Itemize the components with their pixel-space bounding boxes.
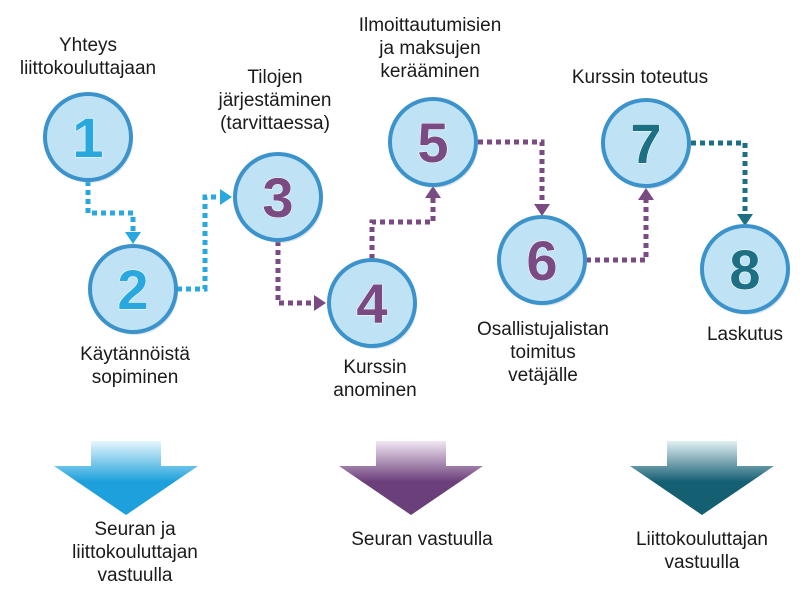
step-4-circle: 4 [327, 258, 417, 349]
connector-3-arrowhead [314, 295, 326, 311]
legend-label-club-line-1: Seuran vastuulla [351, 529, 493, 550]
step-8-number: 8 [729, 238, 760, 301]
step-4-label: Kurssin anominen [310, 356, 440, 402]
connector-4-arrowhead [425, 186, 441, 198]
connector-7-arrowhead [737, 214, 753, 226]
step-7-circle: 7 [601, 98, 691, 189]
connector-1-to-2 [85, 181, 136, 240]
connector-5-to-6 [478, 139, 545, 212]
connector-4-to-5 [369, 190, 436, 259]
legend-label-shared-line-3: vastuulla [97, 565, 173, 586]
legend-label-shared-line-2: liittokouluttajan [72, 542, 198, 563]
legend-label-club: Seuran vastuulla [322, 528, 522, 551]
step-circles: 1 2 34 5 6 7 8 [43, 92, 790, 349]
connector-6-arrowhead [638, 188, 654, 200]
step-4-number: 4 [356, 272, 387, 335]
step-6-circle: 6 [497, 215, 587, 306]
connector-7-to-8 [691, 140, 748, 222]
step-5-label-line-1: Ilmoittautumisien [358, 15, 502, 36]
step-3-number: 3 [262, 166, 293, 229]
step-1-circle: 1 [43, 92, 133, 183]
step-5-label-line-3: kerääminen [380, 61, 480, 82]
step-3-circle: 3 [233, 152, 323, 243]
step-3-label-line-3: (tarvittaessa) [220, 113, 330, 134]
step-7-label-line-1: Kurssin toteutus [571, 67, 709, 88]
step-5-number: 5 [417, 111, 448, 174]
legend-arrow-1 [54, 441, 198, 515]
step-1-number: 1 [72, 106, 103, 169]
step-2-label: Käytännöistä sopiminen [50, 343, 220, 389]
step-6-number: 6 [526, 229, 557, 292]
step-5-circle: 5 [388, 97, 478, 188]
legend-label-trainer-line-1: Liittokouluttajan [635, 529, 769, 550]
step-2-number: 2 [117, 258, 148, 321]
step-8-circle: 8 [700, 224, 790, 315]
legend-label-shared-line-1: Seuran ja [94, 519, 176, 540]
step-8-label-line-1: Laskutus [706, 324, 784, 345]
legend-label-shared: Seuran ja liittokouluttajan vastuulla [35, 518, 235, 587]
step-2-circle: 2 [88, 244, 178, 335]
step-3-label: Tilojen järjestäminen (tarvittaessa) [200, 66, 350, 135]
legend-arrow-2 [339, 441, 483, 515]
legend-label-trainer: Liittokouluttajan vastuulla [612, 528, 792, 574]
step-4-label-line-2: anominen [333, 380, 417, 401]
responsibility-arrows [54, 441, 774, 515]
step-4-label-line-1: Kurssin [343, 357, 407, 378]
step-3-label-line-2: järjestäminen [218, 90, 332, 111]
step-3-label-line-1: Tilojen [247, 67, 303, 88]
step-8-label: Laskutus [680, 323, 800, 346]
connector-5-arrowhead [534, 204, 550, 216]
connector-2-arrowhead [220, 189, 232, 205]
step-6-label-line-2: toimitus [510, 342, 576, 363]
step-1-label-line-1: Yhteys [58, 35, 118, 56]
step-connectors [85, 139, 753, 311]
step-2-label-line-2: sopiminen [91, 367, 179, 388]
step-2-label-line-1: Käytännöistä [80, 344, 190, 365]
step-7-label: Kurssin toteutus [550, 66, 730, 89]
legend-arrow-3 [630, 441, 774, 515]
legend-label-trainer-line-2: vastuulla [664, 552, 740, 573]
step-5-label: Ilmoittautumisien ja maksujen kerääminen [330, 14, 530, 83]
connector-1-arrowhead [125, 232, 141, 244]
step-6-label: Osallistujalistan toimitus vetäjälle [448, 318, 638, 387]
step-1-label: Yhteys liittokouluttajaan [0, 34, 176, 80]
step-6-label-line-3: vetäjälle [508, 365, 578, 386]
connector-3-to-4 [275, 241, 322, 306]
step-5-label-line-2: ja maksujen [379, 38, 481, 59]
connector-2-to-3 [177, 194, 228, 292]
step-7-number: 7 [630, 112, 661, 175]
step-6-label-line-1: Osallistujalistan [477, 319, 609, 340]
connector-6-to-7 [586, 192, 649, 263]
step-1-label-line-2: liittokouluttajaan [19, 58, 157, 79]
